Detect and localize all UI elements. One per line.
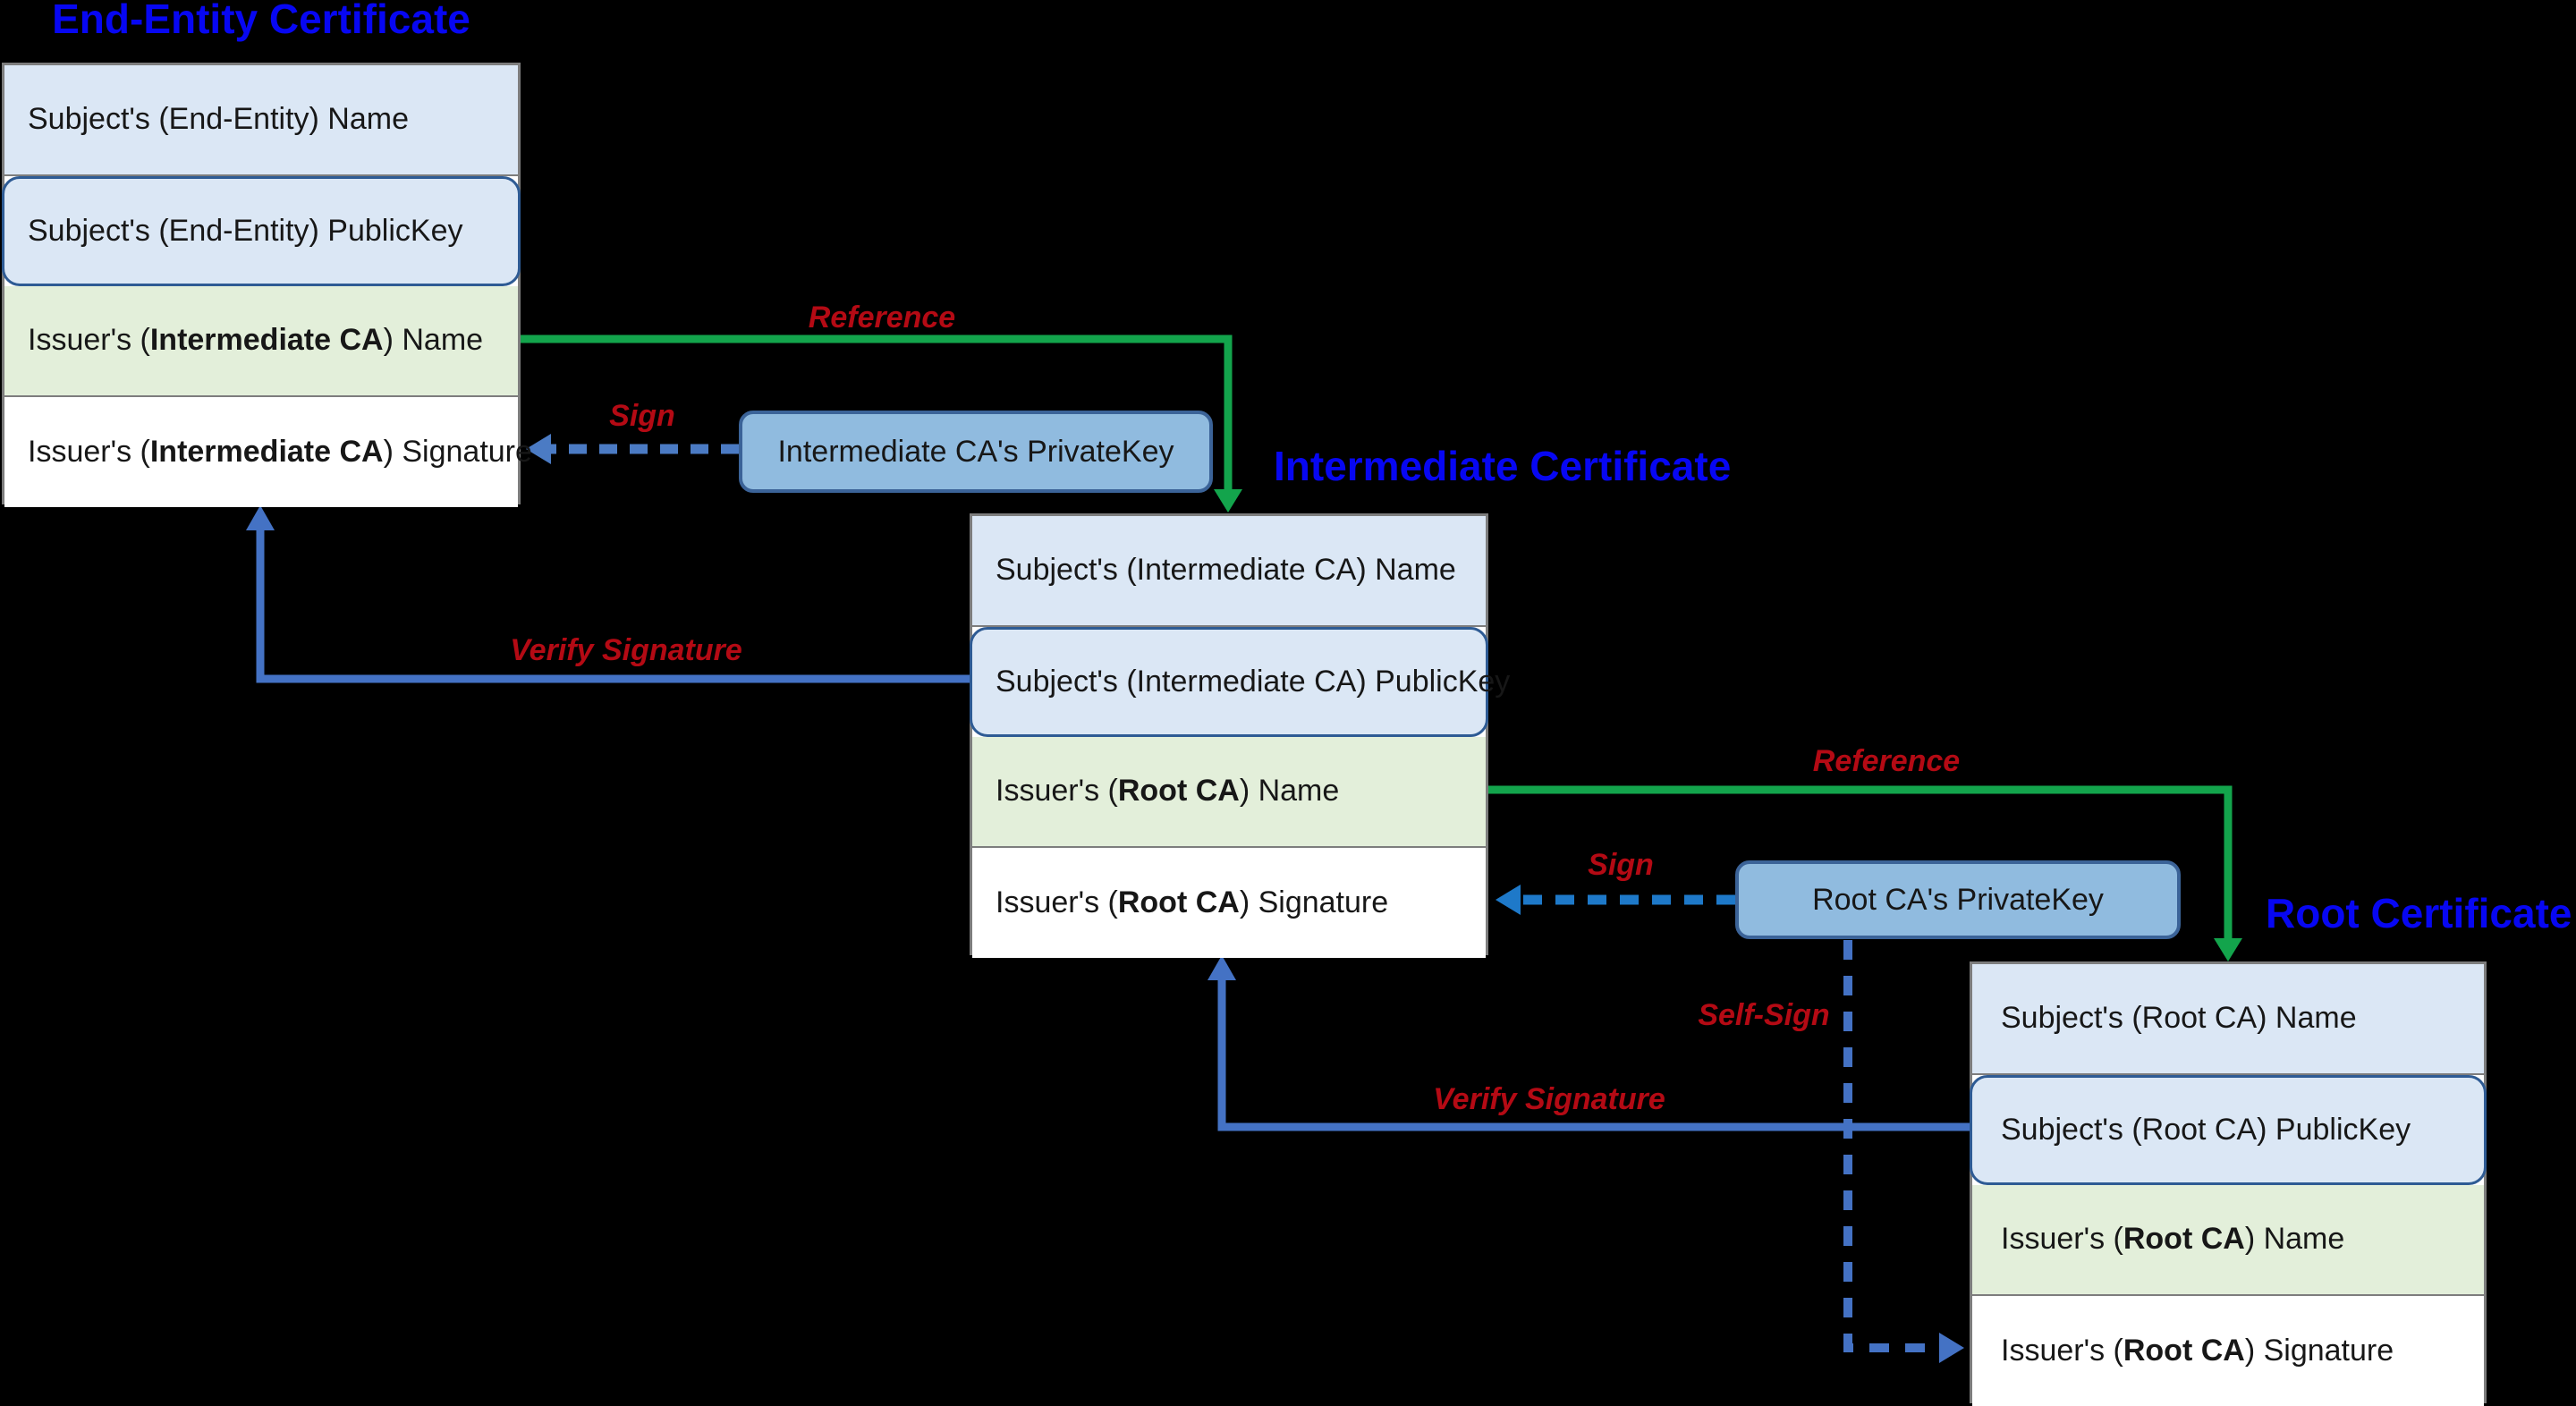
root-subject-name-row: Subject's (Root CA) Name	[1972, 964, 2484, 1075]
root-certificate-box: Subject's (Root CA) Name Subject's (Root…	[1970, 961, 2487, 1403]
intermediate-subject-name-row: Subject's (Intermediate CA) Name	[972, 516, 1486, 627]
sign-arrow-2-head	[1496, 885, 1521, 915]
sign-label-1: Sign	[609, 399, 675, 434]
root-subject-publickey-row: Subject's (Root CA) PublicKey	[1970, 1075, 2487, 1186]
reference-label-1: Reference	[809, 301, 955, 335]
end-entity-issuer-signature-row: Issuer's (Intermediate CA) Signature	[4, 397, 518, 508]
intermediate-certificate-box: Subject's (Intermediate CA) Name Subject…	[970, 513, 1488, 955]
reference-arrow-2-head	[2214, 938, 2242, 961]
verify-signature-arrow-1-head	[246, 505, 275, 530]
root-issuer-signature-row: Issuer's (Root CA) Signature	[1972, 1296, 2484, 1406]
reference-label-2: Reference	[1813, 744, 1960, 779]
title-intermediate-certificate: Intermediate Certificate	[1274, 442, 1731, 490]
root-issuer-name-row: Issuer's (Root CA) Name	[1972, 1185, 2484, 1296]
end-entity-issuer-name-row: Issuer's (Intermediate CA) Name	[4, 286, 518, 397]
verify-signature-label-2: Verify Signature	[1433, 1082, 1665, 1117]
reference-arrow-1-head	[1214, 489, 1242, 512]
sign-label-2: Sign	[1588, 848, 1654, 883]
title-end-entity-certificate: End-Entity Certificate	[2, 0, 521, 43]
self-sign-arrow-head	[1939, 1333, 1964, 1363]
end-entity-subject-name-row: Subject's (End-Entity) Name	[4, 65, 518, 176]
self-sign-arrow	[1848, 940, 1936, 1348]
intermediate-subject-publickey-row: Subject's (Intermediate CA) PublicKey	[970, 627, 1488, 738]
verify-signature-label-1: Verify Signature	[510, 633, 741, 668]
self-sign-label: Self-Sign	[1698, 998, 1829, 1033]
intermediate-issuer-name-row: Issuer's (Root CA) Name	[972, 737, 1486, 848]
intermediate-ca-privatekey-box: Intermediate CA's PrivateKey	[739, 411, 1213, 493]
end-entity-subject-publickey-row: Subject's (End-Entity) PublicKey	[2, 176, 521, 287]
title-root-certificate: Root Certificate	[2266, 889, 2572, 937]
end-entity-certificate-box: Subject's (End-Entity) Name Subject's (E…	[2, 63, 521, 504]
intermediate-issuer-signature-row: Issuer's (Root CA) Signature	[972, 848, 1486, 959]
verify-signature-arrow-2-head	[1208, 955, 1236, 980]
root-ca-privatekey-box: Root CA's PrivateKey	[1735, 860, 2181, 939]
